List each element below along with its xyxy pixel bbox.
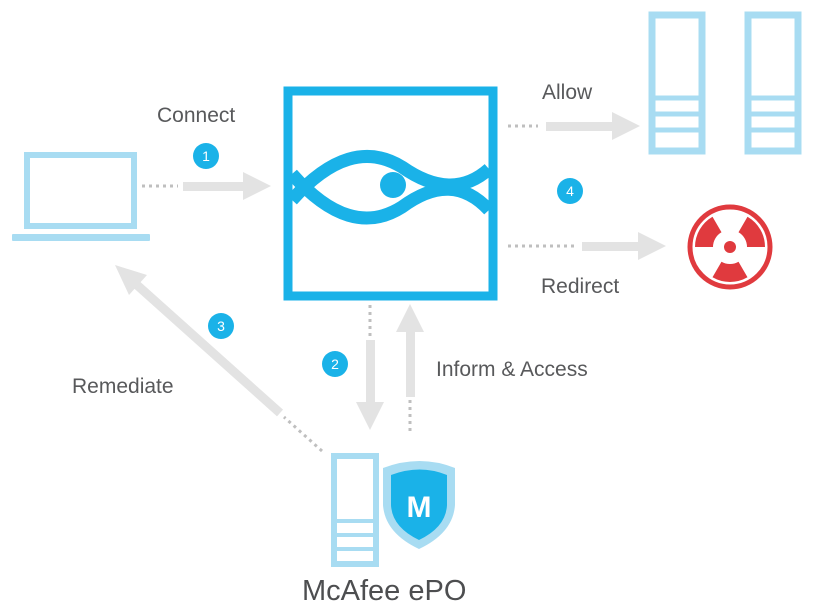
eye-gateway-icon bbox=[283, 86, 498, 301]
query-down-connector bbox=[356, 305, 384, 430]
laptop-icon bbox=[12, 152, 150, 241]
mcafee-epo-label: McAfee ePO bbox=[302, 575, 467, 607]
inform-up-connector bbox=[396, 304, 424, 432]
shield-letter: M bbox=[407, 491, 432, 524]
server-icon bbox=[648, 11, 706, 155]
radiation-hazard-icon bbox=[687, 204, 773, 290]
step-3-badge: 3 bbox=[208, 313, 234, 339]
epo-server-shield-icon: M bbox=[331, 453, 455, 567]
allow-label: Allow bbox=[542, 81, 593, 104]
remediate-connector bbox=[115, 265, 324, 453]
redirect-label: Redirect bbox=[541, 275, 620, 298]
redirect-connector bbox=[508, 232, 666, 260]
connect-connector bbox=[142, 172, 271, 200]
step-1-badge: 1 bbox=[193, 143, 219, 169]
allow-connector bbox=[508, 112, 640, 140]
step-4-badge: 4 bbox=[557, 178, 583, 204]
connect-label: Connect bbox=[157, 104, 236, 127]
step-2-badge: 2 bbox=[322, 351, 348, 377]
server-icon bbox=[744, 11, 802, 155]
remediate-label: Remediate bbox=[72, 375, 174, 398]
inform-access-label: Inform & Access bbox=[436, 358, 588, 381]
